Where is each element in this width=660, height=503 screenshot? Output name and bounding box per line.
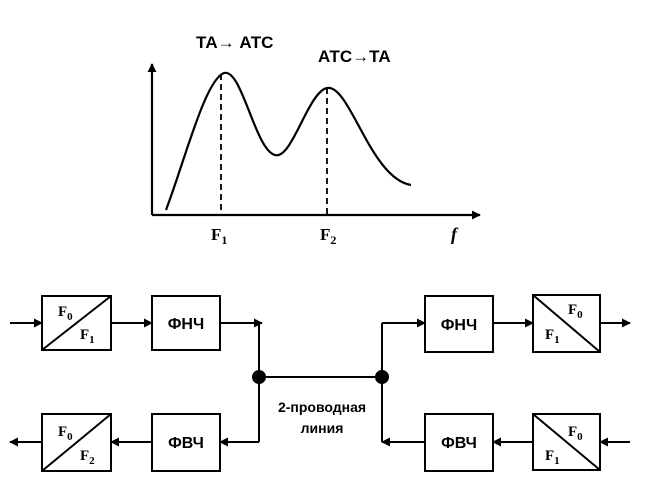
label-ats-ta: АТС→ТА bbox=[318, 47, 391, 66]
junction-left bbox=[252, 370, 266, 384]
tick-f2-sub: 2 bbox=[330, 233, 336, 247]
two-wire-line-label-2: линия bbox=[301, 420, 344, 436]
mod-tr-bottom-label: F1 bbox=[545, 327, 560, 346]
mod-tr-top-label: F0 bbox=[568, 302, 583, 321]
modulator-bottom-left bbox=[41, 413, 112, 472]
wire-lpf-left-out bbox=[220, 322, 260, 442]
spectrum-graph: ТА→ АТС АТС→ТА F1 F2 f bbox=[147, 33, 481, 247]
tick-f2-main: F bbox=[320, 225, 330, 244]
tick-f1-main: F bbox=[211, 225, 221, 244]
mod-br-bottom-label: F1 bbox=[545, 448, 560, 467]
mod-bl-bottom-label: F2 bbox=[80, 448, 95, 467]
block-diagram bbox=[9, 294, 631, 472]
modulator-top-left bbox=[41, 295, 112, 351]
junction-right bbox=[375, 370, 389, 384]
tick-label-f2: F2 bbox=[320, 225, 336, 247]
lpf-left-label: ФНЧ bbox=[168, 316, 204, 333]
modulator-bottom-right bbox=[532, 413, 601, 471]
tick-label-f1: F1 bbox=[211, 225, 227, 247]
lpf-right-label: ФНЧ bbox=[441, 317, 477, 334]
lpf-right-box bbox=[424, 295, 494, 353]
two-wire-line-label-1: 2-проводная bbox=[278, 399, 366, 415]
spectrum-curve bbox=[164, 71, 412, 211]
hpf-right-label: ФВЧ bbox=[441, 435, 477, 452]
mod-bl-top-label: F0 bbox=[58, 424, 73, 443]
hpf-left-label: ФВЧ bbox=[168, 435, 204, 452]
mod-br-top-label: F0 bbox=[568, 424, 583, 443]
modulator-top-right bbox=[532, 294, 601, 353]
axis-label-f: f bbox=[451, 224, 459, 244]
tick-f1-sub: 1 bbox=[221, 233, 227, 247]
mod-tl-bottom-label: F1 bbox=[80, 327, 95, 346]
mod-tl-top-label: F0 bbox=[58, 304, 73, 323]
hpf-left-box bbox=[151, 413, 221, 472]
lpf-left-box bbox=[151, 295, 221, 351]
label-ta-ats: ТА→ АТС bbox=[196, 33, 273, 52]
